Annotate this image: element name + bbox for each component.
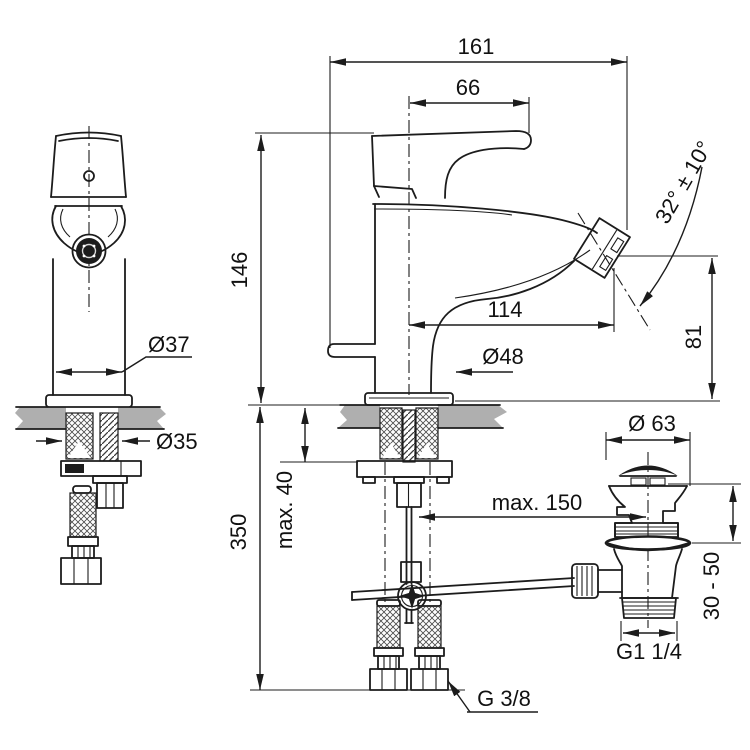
dim-outlet-height-label: 81 [681, 325, 706, 349]
dim-rod-offset-label: max. 150 [492, 490, 583, 515]
dim-body-diameter-label: Ø37 [148, 332, 190, 357]
aerator-front [71, 233, 107, 269]
threaded-stud-side [402, 409, 416, 463]
threaded-stud-front [99, 412, 119, 462]
dim-mount-hole-label: Ø35 [156, 429, 198, 454]
aerator-side [573, 217, 631, 279]
dim-plug-diameter-label: Ø 63 [628, 411, 676, 436]
dim-spout-reach-label: 114 [487, 297, 522, 322]
plug-cap [618, 465, 678, 476]
dim-supply-thread-label: G 3/8 [477, 686, 531, 711]
spray-axis [577, 212, 651, 331]
dim-base-diameter-label: Ø48 [482, 344, 524, 369]
front-view-mixer: Ø37 Ø35 [36, 126, 198, 585]
dim-body-diameter: Ø37 [56, 332, 192, 376]
side-view-mixer [250, 96, 651, 691]
handle-side [371, 130, 532, 199]
dim-handle-reach-label: 66 [456, 75, 480, 100]
hose-section-right [415, 407, 439, 460]
supply-hose-front [60, 485, 102, 585]
rod-knurled-nut [571, 563, 599, 599]
dim-spray-angle-label: 32° ± 10° [650, 137, 717, 228]
body-spout-side [327, 203, 598, 406]
handle-pin-hole [83, 170, 95, 182]
dimensions: 161 66 146 350 max. 40 114 Ø48 81 32° ± … [226, 34, 741, 713]
dim-total-depth-label: 161 [458, 34, 495, 59]
mounting-washer-side [356, 460, 453, 478]
supply-hoses-side [369, 599, 449, 691]
popup-waste-assembly [571, 452, 692, 628]
mounting-nut-front [96, 482, 124, 509]
dim-mount-hole: Ø35 [36, 429, 198, 454]
popup-rod-linkage [351, 506, 575, 624]
dim-hose-drop-label: 350 [226, 514, 251, 551]
dim-deck-thickness-label: max. 40 [272, 471, 297, 549]
dim-height-label: 146 [227, 252, 252, 289]
waste-tailpiece [621, 597, 677, 619]
hose-section-left [379, 407, 403, 460]
dim-waste-thread-label: G1 1/4 [616, 639, 682, 664]
countertop-sections [15, 404, 507, 430]
dim-basin-range-label: 30 - 50 [699, 552, 724, 621]
